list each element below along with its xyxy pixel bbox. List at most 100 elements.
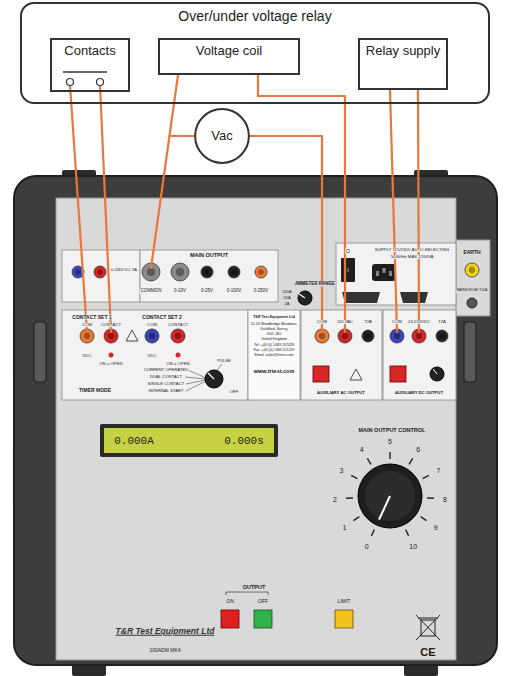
mains-inlet [389, 271, 392, 276]
node-label: Vac [211, 129, 232, 144]
weee-symbol [416, 615, 440, 640]
panel-label: SINGLE CONTACT [147, 382, 185, 386]
carry-handle [464, 322, 476, 382]
timer-mode-selector [186, 381, 206, 391]
panel-label: CONTACT [167, 323, 189, 327]
terminal [108, 333, 114, 339]
panel-label: 100A [281, 290, 292, 294]
node-label: Relay supply [366, 44, 440, 59]
terminal [228, 266, 240, 278]
terminal [171, 329, 185, 343]
mains-inlet [376, 271, 379, 276]
display-screen [100, 424, 278, 457]
warning-triangle [350, 369, 362, 380]
panel-label: CONTACT [100, 323, 122, 327]
sub-panel [62, 243, 456, 400]
test-set-case [14, 176, 497, 665]
test-lead [418, 90, 419, 332]
test-lead [100, 85, 111, 332]
ammeter-range-knob [298, 291, 312, 305]
panel-heading: MAIN OUTPUT [189, 253, 229, 259]
terminal [175, 333, 181, 339]
meter-outline [195, 109, 249, 163]
panel-label: 50/60Hz MAX 1200VA [390, 255, 435, 259]
panel-label: 24-220VDC [407, 320, 431, 324]
panel-label: 110 VAC [336, 320, 354, 324]
dial-tick [427, 497, 434, 499]
panel-label: 15-16 Woodbridge Meadows, [250, 323, 299, 327]
panel-label: 2A [284, 302, 291, 306]
mains-switch [341, 258, 355, 282]
terminal [365, 333, 370, 338]
dial-number: 6 [415, 445, 421, 452]
panel-label: 20A [282, 296, 291, 300]
output-push-button [313, 366, 406, 382]
panel-label: 0-10V [173, 289, 187, 294]
panel-label: Fax: +44 (0) 1483 511229 [252, 349, 295, 353]
display-screen [100, 424, 278, 457]
mains-inlet [372, 264, 396, 281]
indicator-led [109, 353, 114, 358]
relay-part-box: Relay supply [358, 38, 448, 90]
panel-label: LIMIT [337, 599, 352, 604]
terminal [362, 330, 374, 342]
front-panel [56, 198, 490, 660]
panel-label: PULSE [216, 359, 232, 363]
d-connector [400, 292, 428, 303]
panel-heading: MAIN OUTPUT CONTROL [358, 428, 427, 434]
mains-fuse [467, 298, 477, 308]
panel-heading: CE [419, 647, 436, 658]
terminal [439, 333, 444, 338]
terminal [97, 269, 102, 274]
panel-label: COM [146, 323, 158, 327]
dial-tick [346, 452, 434, 536]
dial-tick [389, 452, 390, 459]
panel-label: 0-100V [226, 289, 243, 294]
timer-mode-selector [188, 370, 206, 378]
weee-symbol [416, 615, 440, 640]
meter-circle: Vac [194, 108, 250, 164]
panel-label: ON = OPEN [99, 362, 124, 366]
relay-part-box: Voltage coil [158, 38, 300, 75]
terminal [145, 329, 159, 343]
ammeter-range-knob [298, 291, 312, 305]
terminal [231, 269, 236, 274]
switch-mark: I [346, 268, 349, 273]
terminal [436, 330, 448, 342]
test-lead [258, 75, 345, 332]
dial-number: 0 [364, 542, 370, 549]
dial-tick [354, 517, 360, 521]
test-lead [70, 75, 419, 332]
main-output-knob [365, 471, 415, 521]
dial-number: 7 [436, 467, 442, 474]
panel-heading: TIMER MODE [78, 388, 112, 393]
panel-label: OFF [257, 599, 269, 604]
panel-heading: AUXILIARY AC OUTPUT [316, 391, 366, 395]
maker-logo: T&R Test Equipment Ltd [115, 627, 216, 636]
contact-symbol [63, 72, 107, 86]
output-push-button [313, 366, 329, 382]
dial-number: 5 [387, 438, 393, 445]
sub-panel [301, 310, 382, 400]
output-bracket [226, 592, 268, 595]
timer-mode-selector [205, 370, 223, 388]
terminal [147, 268, 155, 276]
dial-tick [421, 517, 427, 521]
mains-switch [341, 258, 355, 282]
test-lead [390, 90, 397, 332]
test-set-case [14, 176, 497, 665]
d-connector [342, 292, 380, 303]
terminal [75, 269, 80, 274]
test-lead [70, 85, 87, 332]
node-label: Voltage coil [196, 44, 263, 59]
terminal [436, 330, 448, 342]
sub-panel [62, 310, 248, 400]
panel-label: MAINS FUSE T10A [456, 289, 489, 293]
sub-panel [383, 310, 456, 400]
terminal [171, 263, 189, 281]
panel-label: 0-25V [200, 289, 214, 294]
panel-label: Tel: +44 (0) 1483 207428 [253, 344, 295, 348]
terminal [255, 266, 267, 278]
dial-tick [409, 458, 413, 464]
